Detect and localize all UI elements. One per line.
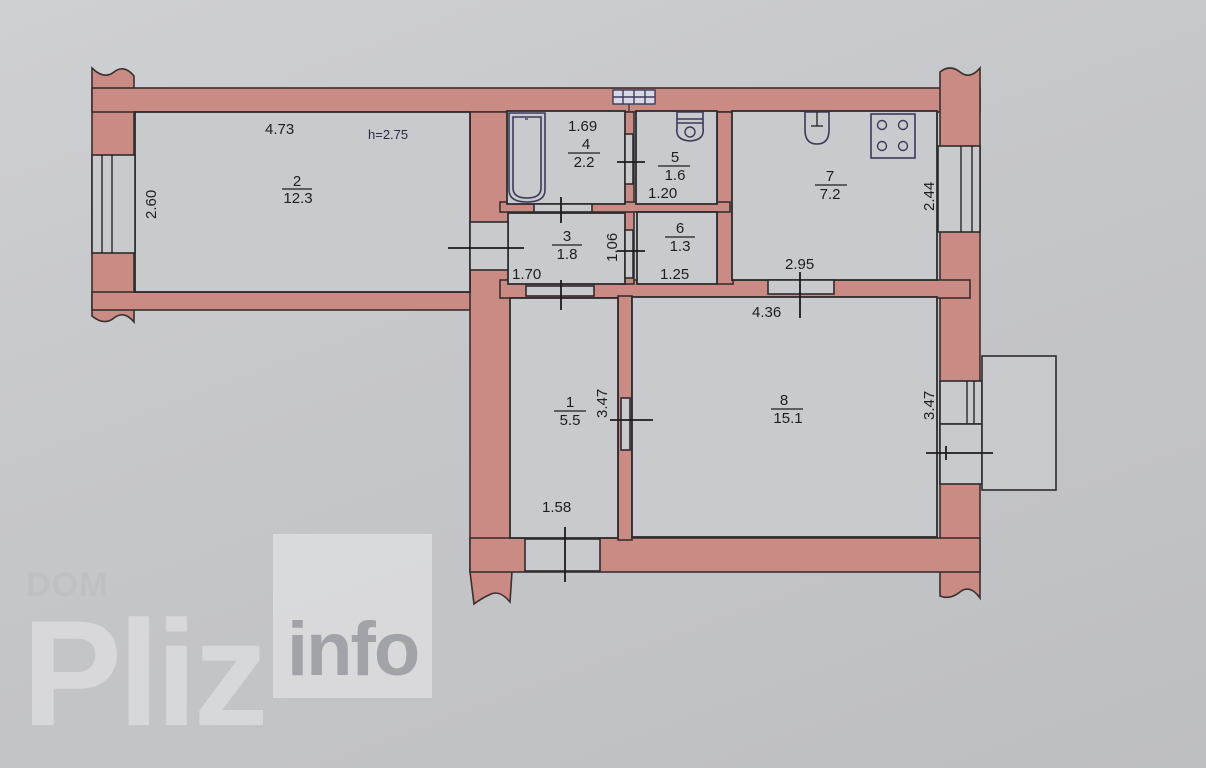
door-room6 [624, 229, 634, 279]
room-2-width: 4.73 [265, 121, 294, 138]
door-room4 [533, 203, 593, 213]
windows [91, 145, 1057, 491]
room-1-width: 1.58 [542, 499, 571, 516]
room-1-depth: 3.47 [594, 389, 611, 418]
room-3-width: 1.70 [512, 266, 541, 283]
room-3 [507, 212, 626, 285]
room-8-number: 8 [780, 392, 788, 409]
room-2-depth: 2.60 [143, 190, 160, 219]
vent-grille-icon [612, 89, 656, 112]
watermark-box [273, 534, 432, 698]
room-8 [631, 296, 938, 538]
stove-icon [870, 113, 916, 159]
door-kitchen [767, 279, 835, 295]
room-5-width: 1.20 [648, 185, 677, 202]
room-6-width: 1.25 [660, 266, 689, 283]
labels: 4.73 h=2.75 2.60 2 12.3 1.69 4 2.2 5 1.6… [143, 118, 938, 516]
room-5-area: 1.6 [665, 167, 686, 184]
toilet-icon [675, 111, 705, 142]
room-6 [636, 211, 718, 285]
window-room8 [939, 380, 983, 425]
watermark-pliz: Pliz [22, 589, 268, 757]
room-3-area: 1.8 [557, 246, 578, 263]
room-2 [134, 111, 471, 293]
room-8-area: 15.1 [773, 410, 802, 427]
room-3-depth: 1.06 [604, 233, 621, 262]
room-5-number: 5 [671, 149, 679, 166]
watermark-info: info [287, 607, 420, 692]
room-4-number: 4 [582, 136, 590, 153]
room-1-area: 5.5 [560, 412, 581, 429]
room-4-area: 2.2 [574, 154, 595, 171]
door-room2 [469, 221, 509, 271]
room-7-area: 7.2 [820, 186, 841, 203]
room-2-number: 2 [293, 173, 301, 190]
room-4-width: 1.69 [568, 118, 597, 135]
watermark-dom: DOM [26, 566, 109, 604]
room-3-number: 3 [563, 228, 571, 245]
room-7-width: 2.95 [785, 256, 814, 273]
sink-icon [804, 111, 830, 145]
doors [448, 89, 835, 582]
bathtub-icon [508, 112, 546, 203]
room-1 [509, 297, 619, 539]
room-6-area: 1.3 [670, 238, 691, 255]
room-8-width: 4.36 [752, 304, 781, 321]
door-room5 [624, 133, 634, 185]
room-7-number: 7 [826, 168, 834, 185]
window-kitchen [937, 145, 981, 233]
door-entrance [524, 538, 601, 572]
ceiling-height: h=2.75 [368, 127, 408, 142]
room-8-depth: 3.47 [921, 391, 938, 420]
room-6-number: 6 [676, 220, 684, 237]
door-room1 [525, 285, 595, 297]
room-7-depth: 2.44 [921, 182, 938, 211]
room-2-area: 12.3 [283, 190, 312, 207]
balcony [981, 355, 1057, 491]
door-room8 [620, 397, 631, 451]
window-left [91, 154, 136, 254]
room-1-number: 1 [566, 394, 574, 411]
fixtures [508, 111, 916, 203]
